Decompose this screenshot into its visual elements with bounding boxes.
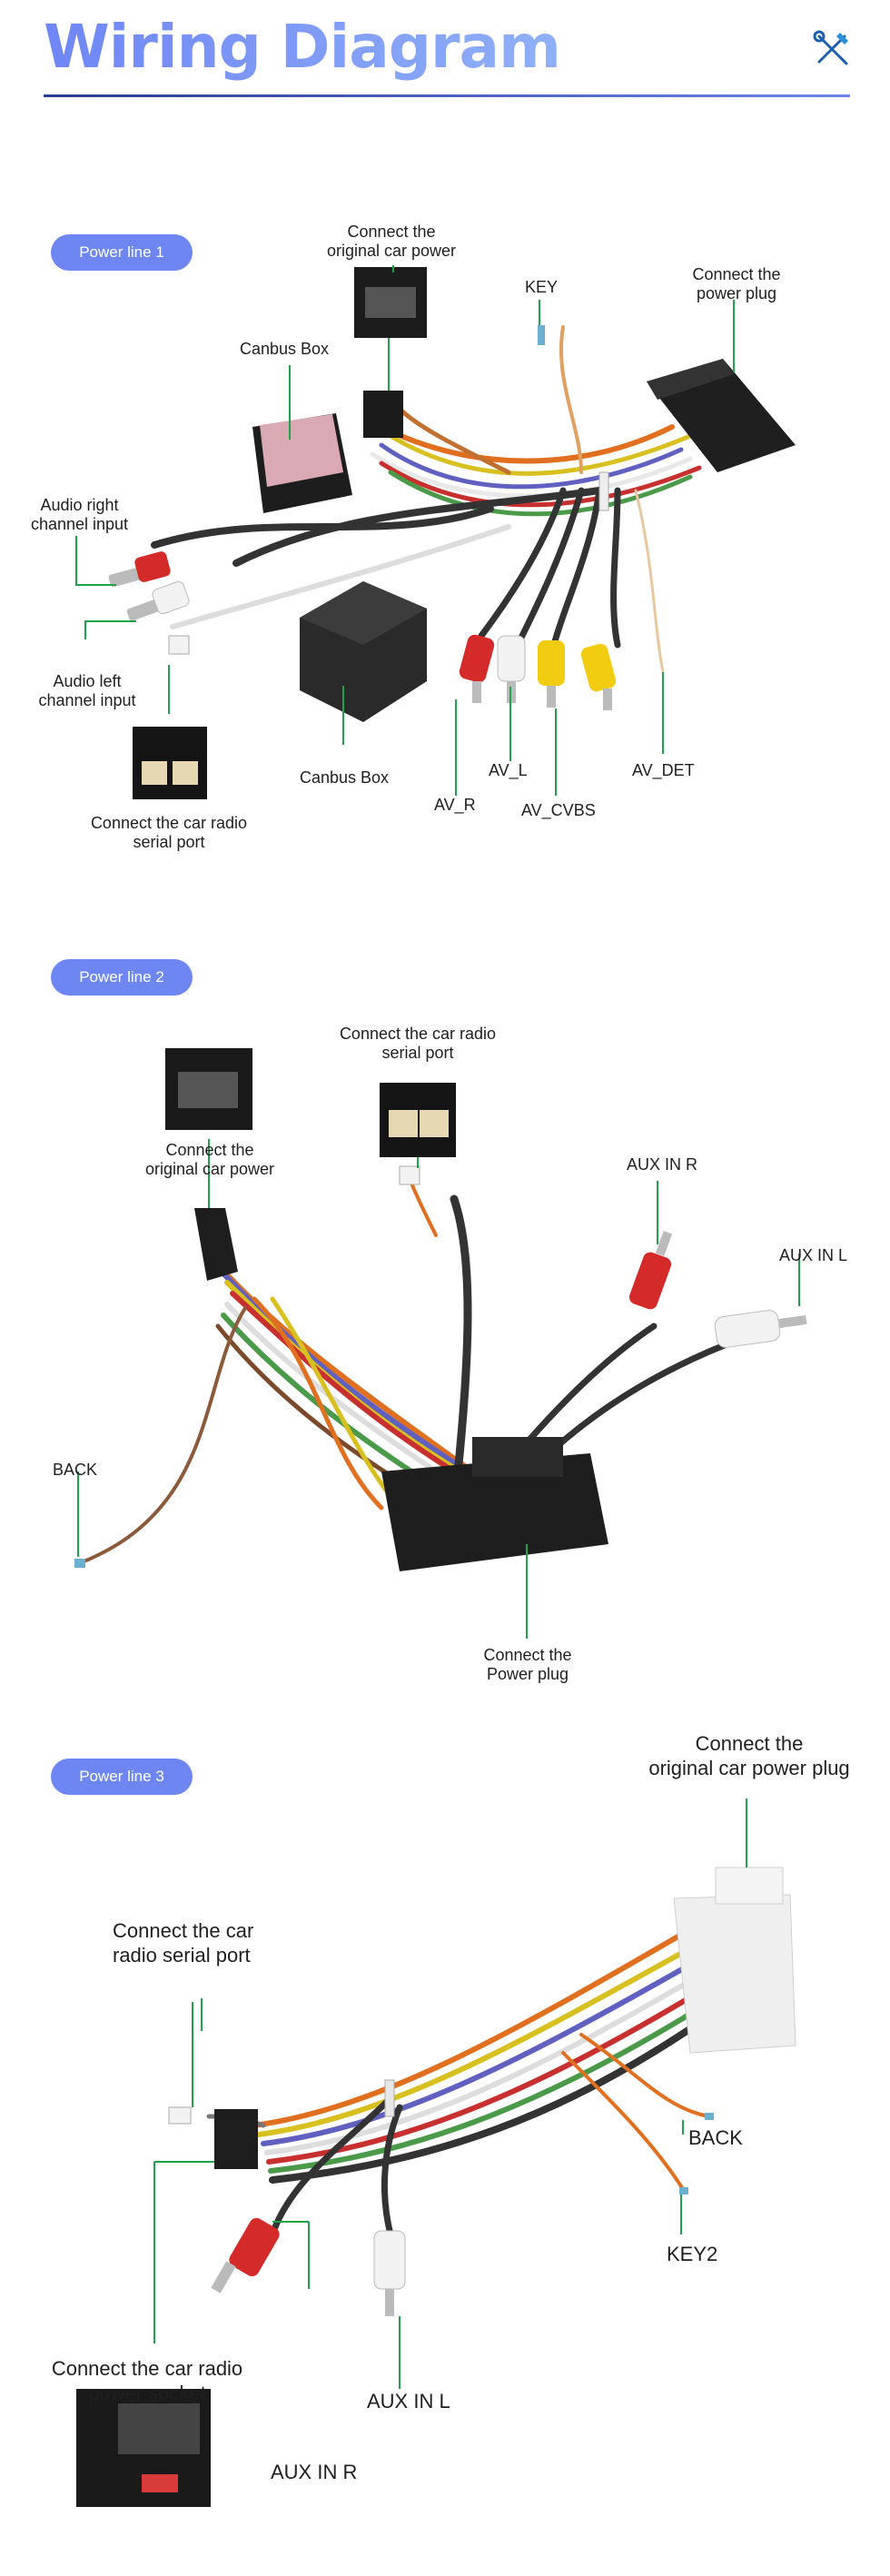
label-power-plug-2: Connect the Power plug: [469, 1646, 587, 1684]
label-key: KEY: [525, 278, 559, 296]
tools-icon: [813, 30, 848, 65]
label-line: Connect the: [695, 1732, 804, 1755]
label-aux-in-l-2: AUX IN L: [779, 1246, 848, 1264]
power-line-1-pill: Power line 1: [51, 234, 193, 271]
label-av-det: AV_DET: [632, 761, 695, 779]
label-key2: KEY2: [667, 2243, 718, 2265]
label-line: original car power plug: [648, 1757, 850, 1779]
label-line: Power plug: [486, 1665, 569, 1683]
label-aux-in-r-2: AUX IN R: [627, 1155, 698, 1174]
label-audio-left: Audio left channel input: [24, 672, 151, 710]
label-audio-right: Audio right channel input: [18, 496, 141, 534]
label-line: Audio right: [40, 496, 119, 514]
label-canbus-box-bottom: Canbus Box: [300, 768, 390, 787]
label-original-car-power: Connect the original car power: [323, 223, 460, 261]
label-back-2: BACK: [53, 1461, 98, 1479]
label-canbus-box-top: Canbus Box: [240, 340, 330, 358]
label-line: serial port: [381, 1044, 454, 1062]
label-serial-port-2: Connect the car radio serial port: [327, 1025, 509, 1063]
label-line: Audio left: [53, 672, 122, 690]
label-line: channel input: [38, 691, 136, 709]
label-back-3: BACK: [688, 2126, 743, 2149]
label-line: Connect the car radio: [51, 2357, 243, 2380]
label-aux-in-l-3: AUX IN L: [367, 2390, 450, 2413]
label-line: Connect the car: [113, 1919, 254, 1942]
label-av-r: AV_R: [434, 796, 476, 814]
label-serial-port: Connect the car radio serial port: [78, 814, 260, 852]
page-title: Wiring Diagram: [44, 5, 561, 89]
label-line: Connect the: [692, 265, 781, 283]
power-line-3-diagram: [76, 1798, 796, 2507]
label-line: power socket: [88, 2382, 206, 2404]
label-line: Connect the: [483, 1646, 572, 1664]
power-line-3-pill: Power line 3: [51, 1759, 193, 1795]
label-original-car-power-plug-3: Connect the original car power plug: [636, 1731, 863, 1780]
label-av-cvbs: AV_CVBS: [521, 801, 596, 819]
label-line: Connect the: [165, 1141, 254, 1159]
label-line: Connect the car radio: [90, 814, 248, 832]
power-line-2-diagram: [74, 1048, 807, 1639]
power-line-1-diagram: [75, 265, 796, 799]
label-line: Connect the: [347, 223, 436, 241]
label-serial-port-3: Connect the car radio serial port: [113, 1918, 253, 1967]
label-av-l: AV_L: [489, 761, 528, 779]
title-underline: [44, 94, 850, 97]
label-line: original car power: [326, 242, 457, 260]
label-aux-in-r-3: AUX IN R: [271, 2461, 358, 2483]
label-line: channel input: [30, 515, 129, 533]
label-power-socket: Connect the car radio power socket: [47, 2356, 247, 2405]
label-power-plug: Connect the power plug: [677, 265, 796, 303]
label-line: radio serial port: [113, 1944, 251, 1967]
power-line-2-pill: Power line 2: [51, 959, 193, 996]
label-line: power plug: [696, 284, 777, 302]
label-line: original car power: [144, 1160, 275, 1178]
label-line: Connect the car radio: [339, 1025, 497, 1043]
label-line: serial port: [133, 833, 205, 851]
label-original-car-power-2: Connect the original car power: [133, 1141, 287, 1179]
